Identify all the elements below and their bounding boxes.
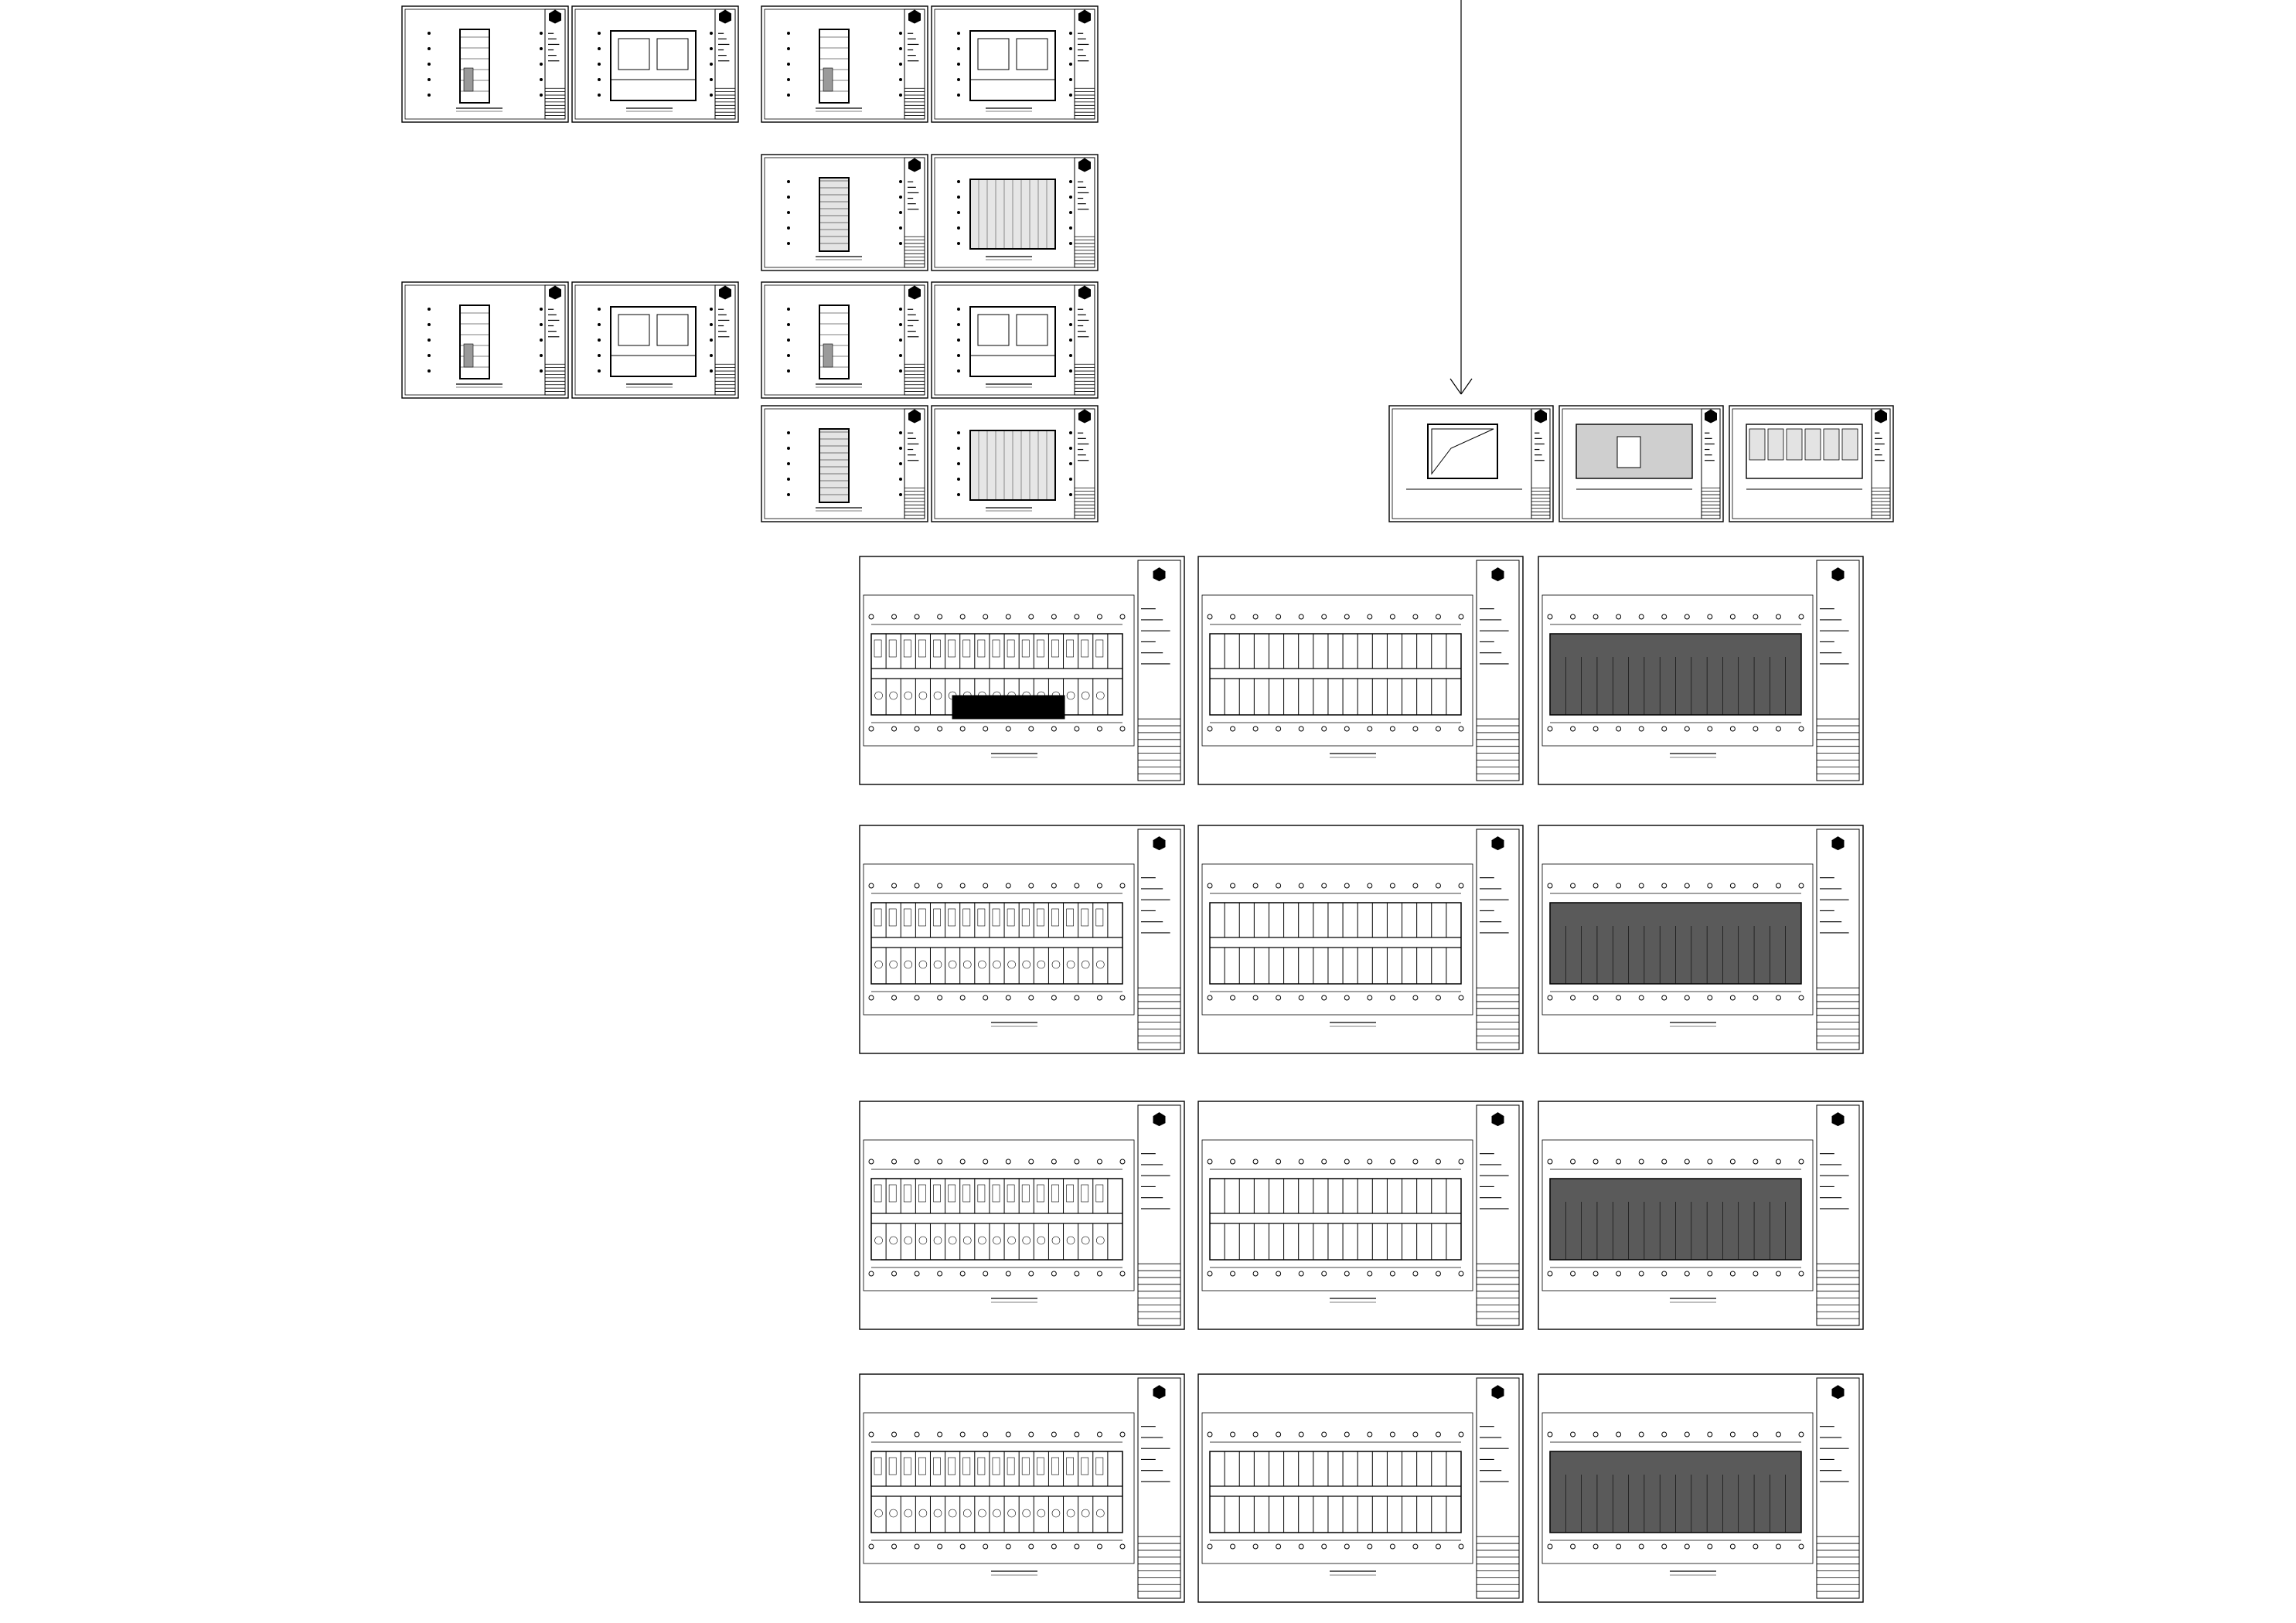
room-detail-row-3-sheet-7 xyxy=(401,281,569,399)
room-detail-row-1-sheet-2 xyxy=(571,5,739,123)
floor-1-plans-furniture-plan xyxy=(859,556,1185,785)
room-detail-row-3-sheet-9 xyxy=(761,281,928,399)
room-detail-row-4-sheet-12 xyxy=(931,405,1099,522)
floor-2-plans-furniture-plan xyxy=(859,825,1185,1054)
room-detail-row-2-sheet-6 xyxy=(931,154,1099,271)
floor-4-plans-layout-plan xyxy=(1197,1373,1524,1603)
elevation-sheets-sheet-2 xyxy=(1558,405,1724,522)
floor-1-plans-ceiling-plan xyxy=(1538,556,1864,785)
room-detail-row-2-sheet-5 xyxy=(761,154,928,271)
room-detail-row-4-sheet-11 xyxy=(761,405,928,522)
floor-4-plans-furniture-plan xyxy=(859,1373,1185,1603)
floor-3-plans-ceiling-plan xyxy=(1538,1101,1864,1330)
room-detail-row-3-sheet-8 xyxy=(571,281,739,399)
room-detail-row-3-sheet-10 xyxy=(931,281,1099,399)
floor-4-plans-ceiling-plan xyxy=(1538,1373,1864,1603)
floor-2-plans-ceiling-plan xyxy=(1538,825,1864,1054)
room-detail-row-1-sheet-4 xyxy=(931,5,1099,123)
room-detail-row-1-sheet-3 xyxy=(761,5,928,123)
floor-3-plans-layout-plan xyxy=(1197,1101,1524,1330)
floor-3-plans-furniture-plan xyxy=(859,1101,1185,1330)
room-detail-row-1-sheet-1 xyxy=(401,5,569,123)
down-arrow-icon xyxy=(1449,0,1473,395)
elevation-sheets-sheet-1 xyxy=(1388,405,1554,522)
elevation-sheets-sheet-3 xyxy=(1729,405,1894,522)
floor-2-plans-layout-plan xyxy=(1197,825,1524,1054)
floor-1-plans-layout-plan xyxy=(1197,556,1524,785)
